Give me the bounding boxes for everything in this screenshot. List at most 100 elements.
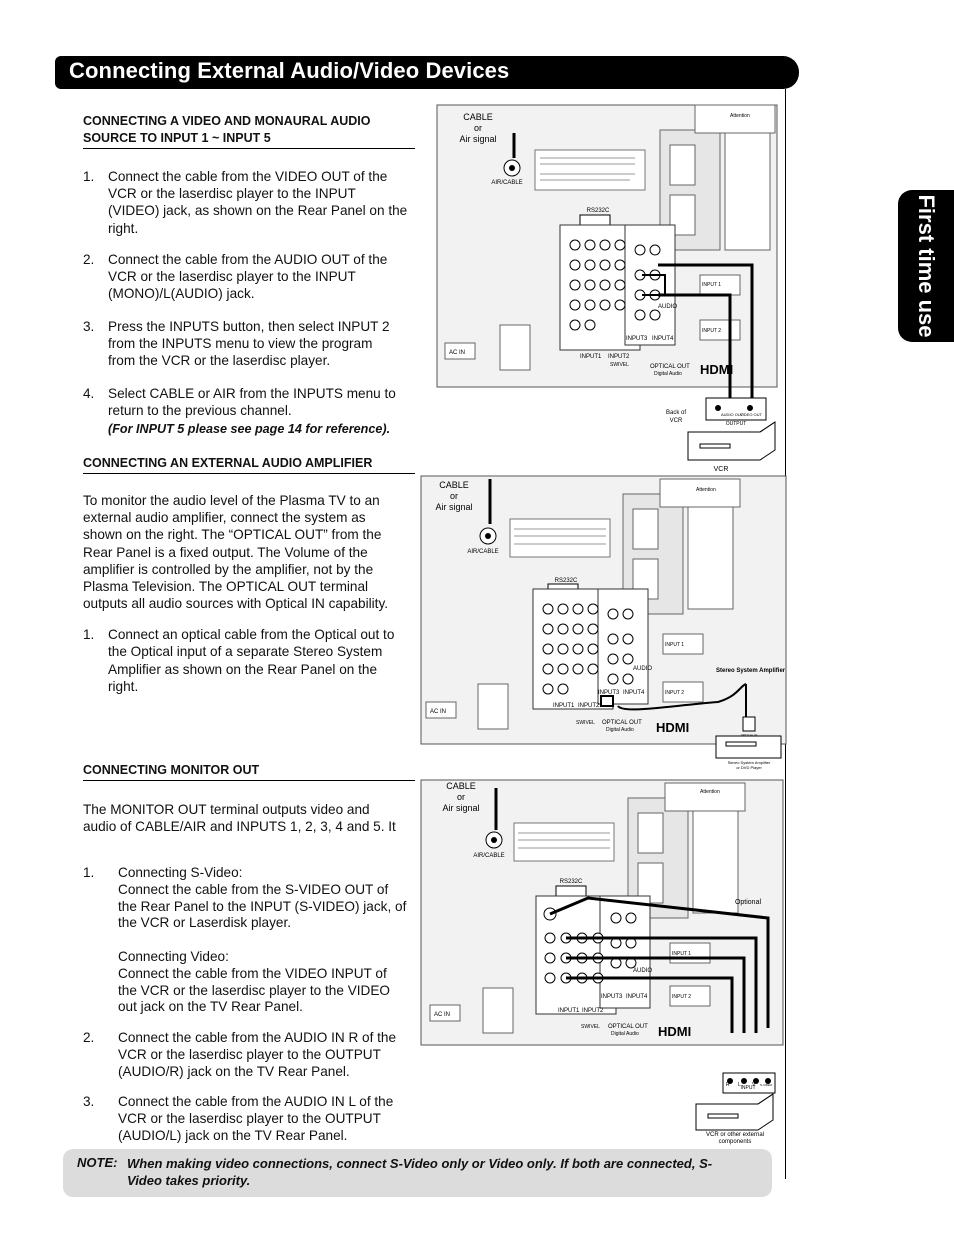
- text-line: The MONITOR OUT terminal outputs video a…: [83, 802, 370, 817]
- audio-label: AUDIO: [658, 304, 677, 310]
- text-line: outputs all audio sources with Optical I…: [83, 596, 389, 612]
- step-text-line: the VCR or the laserdisc player to the V…: [118, 982, 390, 998]
- step-number: 2.: [83, 252, 95, 267]
- note-label: NOTE:: [77, 1155, 118, 1170]
- diagram-vcr-connection: CABLE or Air signal AIR/CABLE RS232C Att…: [430, 100, 786, 475]
- hdmi-logo-label-c: HDMI: [658, 1024, 691, 1039]
- swivel-label-c: SWIVEL: [581, 1024, 600, 1030]
- diagram-monitor-out-connection: CABLE or Air signal AIR/CABLE RS232C Att…: [418, 778, 786, 1146]
- cable-label-3b: Air signal: [435, 502, 472, 512]
- cable-label-2c: or: [457, 792, 465, 802]
- rs232c-label: RS232C: [587, 208, 610, 214]
- step-text-line: from the INPUTS menu to view the program: [108, 336, 373, 352]
- input2-label: INPUT2: [608, 354, 630, 360]
- digital-audio-label: Digital Audio: [654, 371, 682, 377]
- step-text-line: right.: [108, 679, 139, 695]
- rs232c-label-c: RS232C: [560, 879, 583, 885]
- text-line: Rear Panel is a fixed output. The Volume…: [83, 544, 368, 560]
- input2-label-c: INPUT2: [582, 1008, 604, 1014]
- text-line: audio of CABLE/AIR and INPUTS 1, 2, 3, 4…: [83, 819, 396, 835]
- l-label: L: [738, 1082, 741, 1088]
- optical-out-label-b: OPTICAL OUT: [602, 720, 642, 726]
- input-label: INPUT: [741, 1085, 756, 1091]
- step-text-line: the Rear Panel to the INPUT (S-VIDEO) ja…: [118, 898, 407, 914]
- ac-in-label: AC IN: [449, 350, 465, 356]
- ac-in-label-c: AC IN: [434, 1012, 450, 1018]
- v-label: V: [752, 1082, 756, 1088]
- step-text-line: Select CABLE or AIR from the INPUTS menu…: [108, 386, 396, 401]
- step-number: 3.: [83, 319, 95, 334]
- step-text-line: VCR or the laserdisc player to the INPUT: [108, 269, 356, 285]
- section1-heading-line1: CONNECTING A VIDEO AND MONAURAL AUDIO: [83, 114, 371, 128]
- input1-label-c: INPUT1: [558, 1008, 580, 1014]
- step-text-line: Connect the cable from the VIDEO OUT of …: [108, 169, 388, 184]
- stereo-amp-small-line2: or DVD Player: [736, 765, 762, 770]
- vcr-label: VCR: [714, 466, 729, 473]
- r-label: R: [726, 1082, 730, 1088]
- step-number: 3.: [83, 1094, 95, 1109]
- input3-label-c: INPUT3: [601, 994, 623, 1000]
- step-text-line: Connect the cable from the AUDIO IN R of…: [118, 1030, 397, 1045]
- step-text-line: Connect the cable from the VIDEO INPUT o…: [118, 965, 387, 981]
- hdmi-input2-label-c: INPUT 2: [672, 994, 691, 1000]
- text-line: shown on the right. The “OPTICAL OUT” fr…: [83, 527, 382, 543]
- optical-out-label: OPTICAL OUT: [650, 364, 690, 370]
- air-cable-label-b: AIR/CABLE: [467, 549, 498, 555]
- back-of-vcr-line2: VCR: [670, 418, 683, 424]
- hdmi-input1-label: INPUT 1: [702, 282, 721, 288]
- text-line: amplifier is controlled by the amplifier…: [83, 561, 374, 577]
- input4-label-b: INPUT4: [623, 690, 645, 696]
- note-text-line1: When making video connections, connect S…: [127, 1156, 713, 1171]
- text-line: To monitor the audio level of the Plasma…: [83, 493, 380, 508]
- cable-label-1b: CABLE: [439, 480, 469, 490]
- step-text-line: (MONO)/L(AUDIO) jack.: [108, 286, 255, 302]
- optical-in-label: OPTICAL IN: [741, 733, 758, 737]
- step-text-line: from the VCR or the laserdisc player.: [108, 353, 331, 369]
- step-text-line: Connect the cable from the AUDIO IN L of…: [118, 1094, 394, 1109]
- step-text-line: (VIDEO) jack, as shown on the Rear Panel…: [108, 203, 408, 219]
- attention-label-b: Attention: [696, 487, 716, 493]
- ac-in-label-b: AC IN: [430, 709, 446, 715]
- video-out-label: VIDEO OUT: [740, 412, 763, 417]
- step-text-line: Connecting S-Video:: [118, 865, 243, 880]
- step-number: 4.: [83, 386, 95, 401]
- page-title: Connecting External Audio/Video Devices: [69, 58, 510, 83]
- step-text-line: out jack on the TV Rear Panel.: [118, 999, 303, 1015]
- back-of-vcr-line1: Back of: [666, 410, 686, 416]
- cable-label-1c: CABLE: [446, 781, 476, 791]
- vcr-other-line2: components: [719, 1139, 752, 1145]
- hdmi-input2-label-b: INPUT 2: [665, 690, 684, 696]
- step-text-line: VCR or the laserdisc player to the INPUT: [108, 186, 356, 202]
- step-text-line: VCR or the laserdisc player to the OUTPU…: [118, 1110, 381, 1126]
- cable-label-1: CABLE: [463, 112, 493, 122]
- step-text-line: Amplifier as shown on the Rear Panel on …: [108, 661, 378, 677]
- cable-label-2b: or: [450, 491, 458, 501]
- cable-label-2: or: [474, 123, 482, 133]
- section1-heading-line2: SOURCE TO INPUT 1 ~ INPUT 5: [83, 131, 271, 145]
- side-tab: First time use: [898, 190, 954, 342]
- step-text-line: return to the previous channel.: [108, 403, 292, 419]
- step-number: 1.: [83, 169, 95, 184]
- input2-label-b: INPUT2: [578, 703, 600, 709]
- diagram-amplifier-connection: CABLE or Air signal AIR/CABLE RS232C Att…: [418, 474, 788, 774]
- step-text-line: (AUDIO/R) jack on the TV Rear Panel.: [118, 1063, 350, 1079]
- section2-heading: CONNECTING AN EXTERNAL AUDIO AMPLIFIER: [83, 455, 415, 474]
- input3-label-b: INPUT3: [598, 690, 620, 696]
- section3-heading: CONNECTING MONITOR OUT: [83, 762, 415, 781]
- text-line: Plasma Television. The OPTICAL OUT termi…: [83, 579, 369, 594]
- side-tab-label: First time use: [914, 194, 939, 338]
- step-number: 1.: [83, 865, 95, 880]
- attention-label-c: Attention: [700, 789, 720, 795]
- output-label: OUTPUT: [726, 421, 747, 427]
- hdmi-input1-label-c: INPUT 1: [672, 951, 691, 957]
- svideo-label: S-VIDEO: [760, 1083, 773, 1087]
- section1-reference-note: (For INPUT 5 please see page 14 for refe…: [108, 422, 391, 436]
- hdmi-logo-label: HDMI: [700, 362, 733, 377]
- air-cable-label: AIR/CABLE: [491, 180, 522, 186]
- step-text-line: the Optical input of a separate Stereo S…: [108, 644, 383, 660]
- digital-audio-label-b: Digital Audio: [606, 727, 634, 733]
- input4-label-c: INPUT4: [626, 994, 648, 1000]
- optional-label: Optional: [735, 899, 762, 906]
- step-text-line: Connect the cable from the AUDIO OUT of …: [108, 252, 388, 267]
- swivel-label: SWIVEL: [610, 362, 629, 368]
